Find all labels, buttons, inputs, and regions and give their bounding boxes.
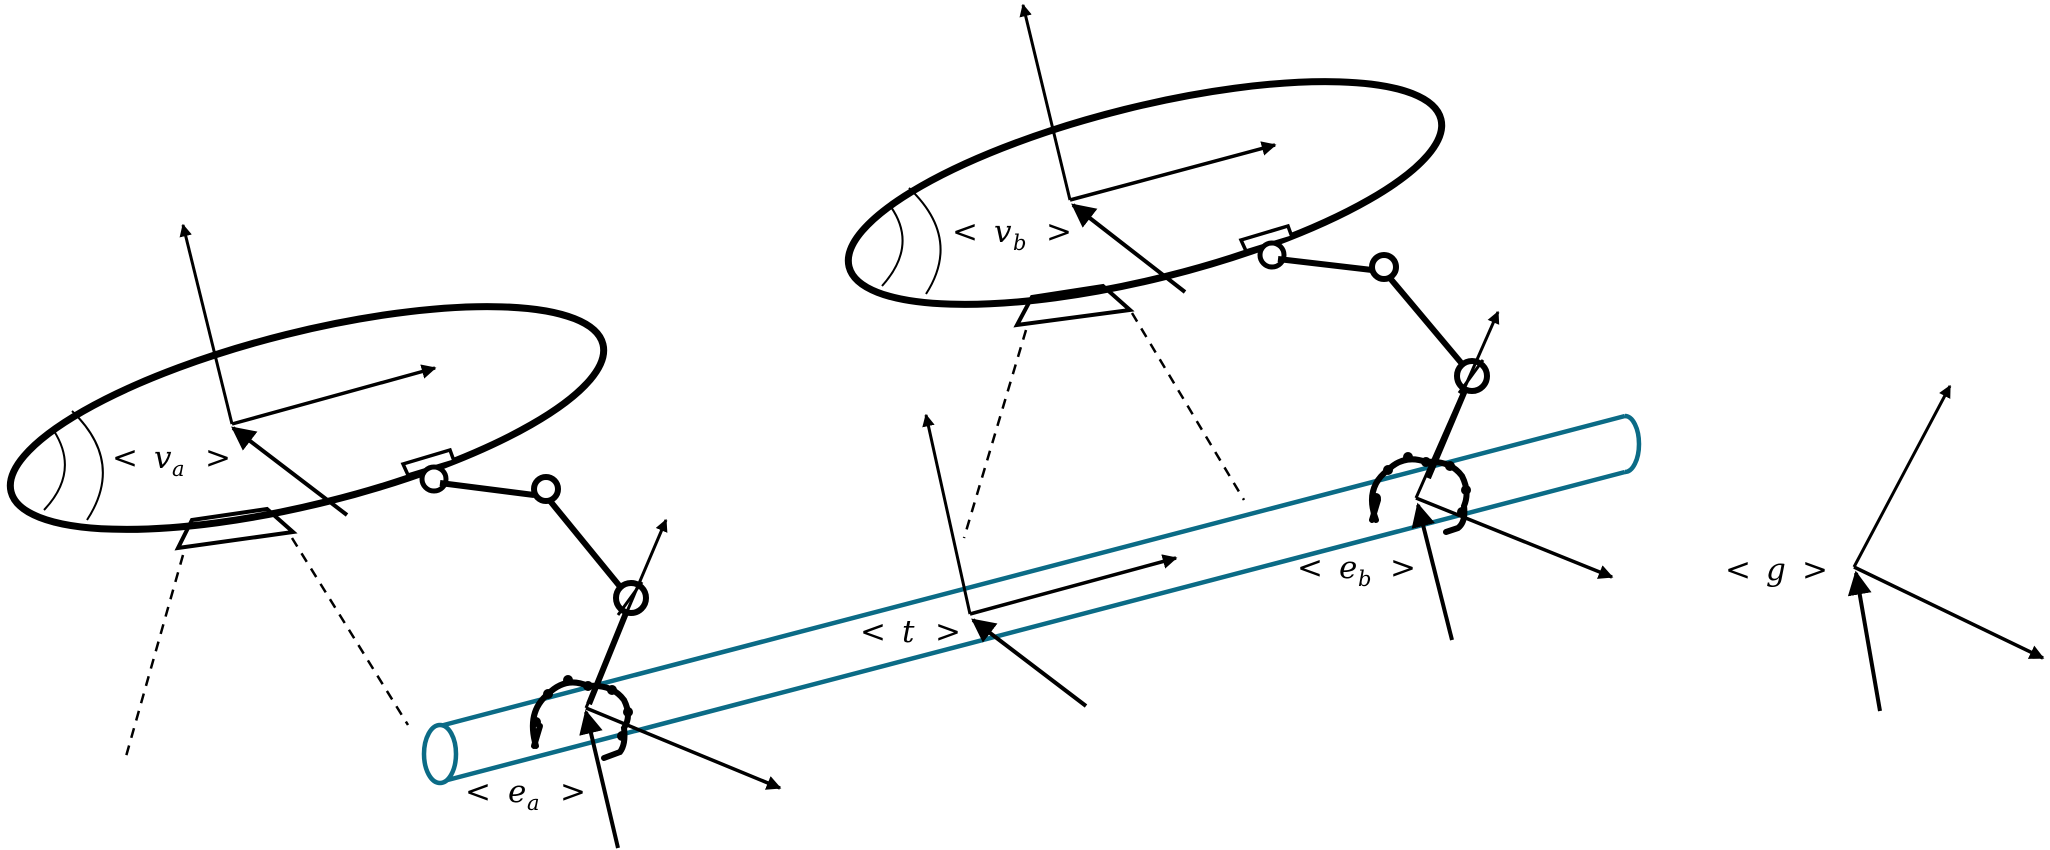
frame-g-approach-axis: [1847, 570, 1882, 712]
svg-text:b: b: [1013, 231, 1026, 255]
frame-va-up-axis: [179, 223, 234, 425]
svg-text:a: a: [527, 791, 540, 815]
svg-text:>: >: [560, 774, 586, 810]
svg-text:b: b: [1358, 567, 1371, 591]
camera-b-view-line: [1130, 312, 1246, 501]
svg-text:<: <: [465, 774, 491, 810]
svg-text:e: e: [508, 774, 526, 810]
frame-va-side-axis: [231, 426, 349, 517]
svg-text:v: v: [994, 214, 1012, 250]
camera-b-view-line: [962, 329, 1028, 539]
svg-text:<: <: [1297, 550, 1323, 586]
vehicle-b-hull: [844, 78, 1446, 308]
svg-text:>: >: [1802, 552, 1828, 588]
camera-a-view-line: [290, 537, 410, 726]
vehicle-a: [6, 223, 782, 849]
svg-text:a: a: [172, 457, 185, 481]
svg-text:e: e: [1339, 550, 1357, 586]
frame-t-up-axis: [922, 413, 972, 615]
svg-text:<: <: [1725, 552, 1751, 588]
frame-eb-approach-axis: [1411, 502, 1454, 641]
frame-ea-up-axis: [584, 518, 668, 709]
svg-text:>: >: [1390, 550, 1416, 586]
frame-eb-up-axis: [1414, 310, 1500, 499]
camera-a-view-line: [123, 554, 185, 761]
svg-text:v: v: [154, 440, 172, 476]
frame-va-forward-axis: [231, 364, 437, 426]
frame-ea-side-axis: [585, 706, 782, 790]
frame-t: [922, 413, 1178, 708]
vehicle-a-hull: [6, 303, 608, 533]
manipulator-arm-a: [439, 480, 629, 706]
label-vb: < v b >: [952, 214, 1072, 255]
frame-g-side-axis: [1853, 565, 2045, 660]
svg-text:<: <: [860, 614, 886, 650]
label-eb: < e b >: [1297, 550, 1416, 591]
svg-text:>: >: [935, 614, 961, 650]
label-ea: < e a >: [465, 774, 586, 815]
frame-g-up-axis: [1852, 384, 1952, 568]
svg-text:<: <: [952, 214, 978, 250]
frame-t-forward-axis: [969, 554, 1178, 616]
svg-text:>: >: [1046, 214, 1072, 250]
svg-text:<: <: [112, 440, 138, 476]
svg-text:g: g: [1766, 552, 1786, 588]
frame-ea-approach-axis: [579, 709, 620, 849]
label-t: < t >: [860, 614, 961, 650]
frame-eb-side-axis: [1415, 496, 1614, 579]
vehicle-b: [844, 3, 1614, 641]
frame-g: [1847, 384, 2045, 712]
svg-text:>: >: [205, 440, 231, 476]
frame-vb-up-axis: [1019, 3, 1072, 201]
svg-text:t: t: [902, 614, 915, 650]
frame-vb-side-axis: [1071, 203, 1187, 294]
label-va: < v a >: [112, 440, 231, 481]
label-g: < g >: [1725, 552, 1828, 588]
frame-t-side-axis: [971, 618, 1088, 708]
frame-vb-forward-axis: [1069, 141, 1277, 202]
